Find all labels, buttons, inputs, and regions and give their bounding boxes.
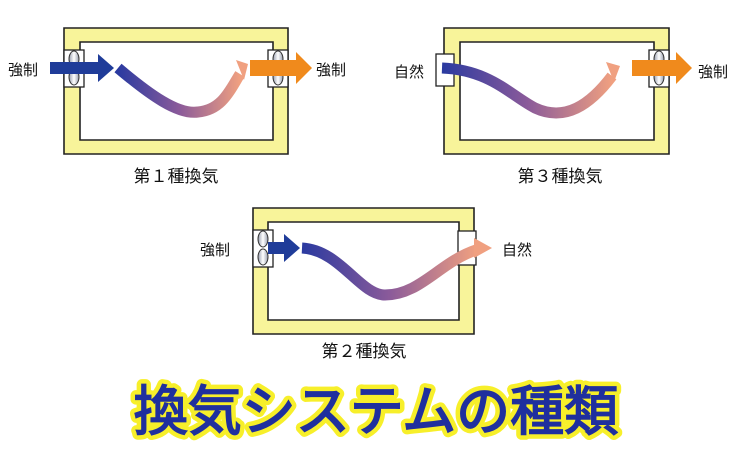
arrow-icon — [50, 54, 114, 82]
arrow-icon — [236, 60, 248, 80]
outlet-label: 強制 — [316, 61, 346, 79]
diagram-caption: 第３種換気 — [518, 167, 603, 187]
page-title: 換気システムの種類 — [134, 380, 619, 443]
outlet-label: 強制 — [698, 63, 728, 81]
arrow-icon — [268, 234, 300, 262]
inlet-label: 強制 — [200, 241, 230, 259]
arrow-icon — [250, 52, 312, 84]
house-frame — [443, 27, 670, 155]
outlet-label: 自然 — [502, 241, 532, 259]
arrow-icon — [474, 238, 492, 258]
arrow-icon — [632, 52, 692, 84]
house-frame — [252, 207, 475, 335]
diagram-caption: 第１種換気 — [134, 167, 219, 187]
diagram-type3: 自然 強制 第３種換気 — [394, 27, 728, 187]
fan-icon — [252, 229, 274, 268]
arrow-icon — [606, 62, 620, 82]
house-frame — [63, 27, 289, 155]
airflow-path — [441, 62, 617, 119]
inlet-label: 自然 — [394, 63, 424, 81]
diagram-caption: 第２種換気 — [322, 342, 407, 362]
inlet-label: 強制 — [8, 61, 38, 79]
diagram-type1: 強制 強制 第１種換気 — [8, 27, 346, 187]
diagram-type2: 強制 自然 第２種換気 — [200, 207, 532, 362]
airflow-path — [301, 242, 478, 301]
airflow-path — [114, 63, 245, 118]
